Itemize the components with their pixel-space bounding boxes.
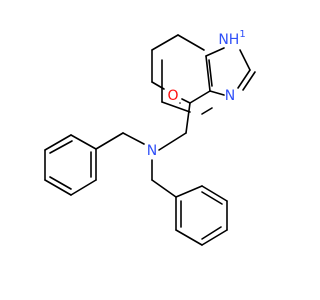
bond-n3-c3a: [209, 90, 225, 96]
atom-label-oxygen: O: [167, 88, 178, 104]
bond-c6-o: [161, 101, 191, 113]
atom-label-nh: NH1: [218, 29, 245, 49]
bond-o-c4: [201, 107, 213, 115]
bond-c7a-c7: [177, 34, 205, 51]
bond-c2-n3: [237, 69, 251, 89]
bond-c7-c6x: [151, 34, 179, 51]
ph2-b1: [175, 185, 203, 198]
ph1-d2: [49, 176, 72, 190]
ph2-d1: [201, 191, 223, 205]
bond-n-ch2a: [122, 132, 145, 145]
canvas-background: [0, 0, 300, 300]
ph2-d2: [201, 226, 222, 240]
chemical-structure-diagram: NH1 N O N: [0, 0, 300, 300]
bond-c3a-c7a: [205, 55, 211, 92]
bonds: [44, 34, 256, 246]
bond-c4-ch2: [185, 102, 191, 134]
bond-n1-c2: [239, 49, 251, 71]
bond-ch2a-ph1: [95, 132, 124, 150]
ph1-b2: [44, 134, 72, 151]
bond-ch2-n: [158, 132, 187, 151]
bond-c5o-o: [151, 81, 165, 90]
atom-label-amine-n: N: [147, 143, 157, 159]
ph1-d1: [49, 140, 73, 154]
bond-o-c4c: [181, 98, 191, 104]
bond-c7a-n1: [205, 47, 225, 57]
ph2-b2: [201, 185, 228, 202]
bond-c7a-c3a-inner: [208, 59, 213, 87]
atom-label-n3: N: [225, 88, 235, 104]
ph2-b4: [201, 229, 228, 246]
ph1-b5: [70, 179, 97, 196]
atom-labels: NH1 N O N: [147, 29, 246, 160]
ph2-b5: [175, 229, 203, 246]
ph1-b1: [70, 134, 97, 150]
bond-c2-n3-double: [242, 71, 256, 91]
ph1-b4: [44, 179, 72, 196]
bond-c4-c3a: [189, 90, 211, 104]
bond-ch2b-ph2: [151, 179, 177, 198]
